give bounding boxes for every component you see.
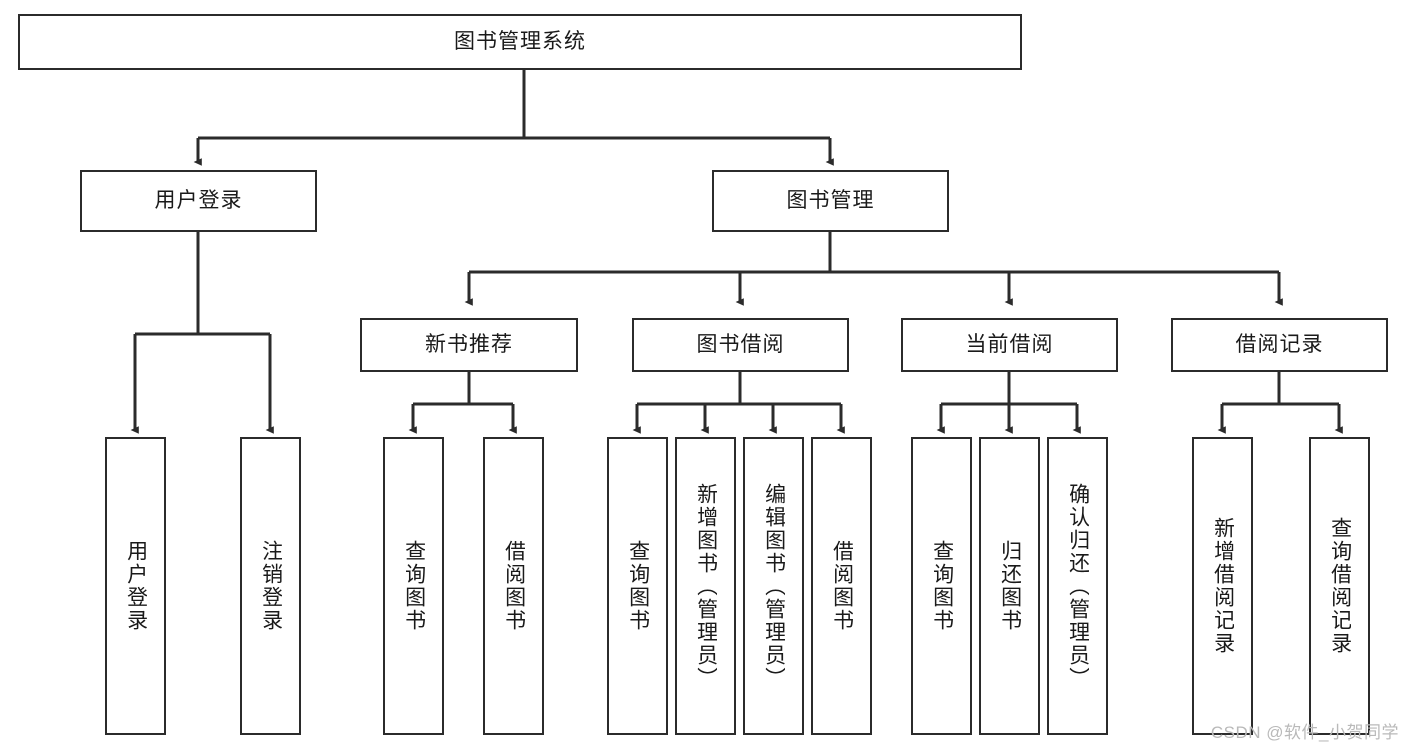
node-label: 查询图书: [402, 540, 425, 632]
node-label: 借阅图书: [830, 540, 853, 632]
node-leaf-current-confirm-return-admin[interactable]: 确认归还（管理员）: [1047, 437, 1108, 735]
node-label: 查询借阅记录: [1328, 517, 1351, 655]
node-root-book-management-system[interactable]: 图书管理系统: [18, 14, 1022, 70]
node-leaf-user-login-login[interactable]: 用户登录: [105, 437, 166, 735]
node-user-login[interactable]: 用户登录: [80, 170, 317, 232]
node-label: 当前借阅: [965, 333, 1054, 357]
node-leaf-current-return-book[interactable]: 归还图书: [979, 437, 1040, 735]
node-label: 图书管理系统: [454, 30, 586, 54]
node-book-management[interactable]: 图书管理: [712, 170, 949, 232]
node-label: 归还图书: [998, 540, 1021, 632]
node-label: 新书推荐: [425, 333, 513, 357]
node-label: 编辑图书（管理员）: [762, 482, 785, 690]
node-new-book-recommend[interactable]: 新书推荐: [360, 318, 578, 372]
node-book-borrow[interactable]: 图书借阅: [632, 318, 849, 372]
node-leaf-user-login-logout[interactable]: 注销登录: [240, 437, 301, 735]
node-leaf-borrow-borrow-book[interactable]: 借阅图书: [811, 437, 872, 735]
node-label: 查询图书: [930, 540, 953, 632]
node-label: 注销登录: [259, 540, 282, 632]
node-leaf-borrow-edit-book-admin[interactable]: 编辑图书（管理员）: [743, 437, 804, 735]
node-leaf-borrow-add-book-admin[interactable]: 新增图书（管理员）: [675, 437, 736, 735]
node-label: 新增图书（管理员）: [694, 482, 717, 690]
node-leaf-records-query-record[interactable]: 查询借阅记录: [1309, 437, 1370, 735]
node-label: 图书借阅: [696, 333, 785, 357]
node-label: 用户登录: [154, 189, 243, 213]
node-label: 查询图书: [626, 540, 649, 632]
node-leaf-records-add-record[interactable]: 新增借阅记录: [1192, 437, 1253, 735]
node-label: 图书管理: [786, 189, 875, 213]
node-label: 借阅图书: [502, 540, 525, 632]
node-leaf-current-query-book[interactable]: 查询图书: [911, 437, 972, 735]
node-label: 借阅记录: [1235, 333, 1324, 357]
node-label: 新增借阅记录: [1211, 517, 1234, 655]
node-leaf-recommend-borrow-book[interactable]: 借阅图书: [483, 437, 544, 735]
node-leaf-borrow-query-book[interactable]: 查询图书: [607, 437, 668, 735]
node-label: 用户登录: [124, 540, 147, 632]
node-current-borrow[interactable]: 当前借阅: [901, 318, 1118, 372]
node-leaf-recommend-query-book[interactable]: 查询图书: [383, 437, 444, 735]
node-borrow-records[interactable]: 借阅记录: [1171, 318, 1388, 372]
watermark-text: CSDN @软件_小贺同学: [1210, 723, 1399, 742]
node-label: 确认归还（管理员）: [1066, 482, 1089, 690]
